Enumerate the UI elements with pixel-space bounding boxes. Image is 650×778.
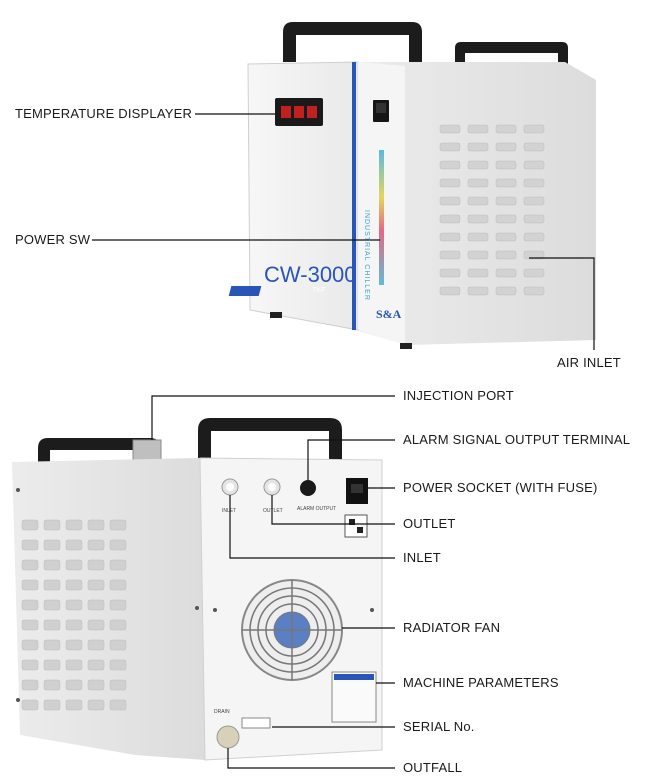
serial-barcode [241, 717, 271, 729]
callout-injection-port [151, 395, 395, 440]
label-radiator-fan: RADIATOR FAN [403, 620, 501, 635]
side-louvers [439, 124, 545, 296]
drain-plug [216, 725, 240, 749]
blue-strip [352, 62, 356, 330]
label-outfall: OUTFALL [403, 760, 463, 775]
brand-logo: S&A [376, 307, 402, 321]
inlet-text: INLET [222, 508, 236, 514]
label-inlet: INLET [403, 550, 441, 565]
radiator-fan [241, 579, 343, 681]
foot [270, 312, 282, 318]
label-temperature-displayer: TEMPERATURE DISPLAYER [15, 106, 193, 121]
model-badge [228, 286, 262, 296]
parameter-plate [331, 671, 377, 723]
foot [400, 343, 412, 349]
injection-port [132, 439, 162, 463]
side-panel [12, 458, 205, 760]
qr-code [344, 514, 368, 538]
label-outlet: OUTLET [403, 516, 456, 531]
callout-alarm [307, 439, 395, 480]
chiller-rear-view: INLET OUTLET ALARM OUTPUT DRAIN [12, 418, 383, 761]
label-power-sw: POWER SW [15, 232, 91, 247]
alarm-text: ALARM OUTPUT [297, 506, 336, 512]
alarm-terminal [300, 480, 316, 496]
callout-inlet [229, 495, 395, 559]
label-alarm-terminal: ALARM SIGNAL OUTPUT TERMINAL [403, 432, 631, 447]
label-power-socket: POWER SOCKET (WITH FUSE) [403, 480, 598, 495]
rear-handle [455, 42, 568, 72]
chiller-front-view: CW-3000 S&A [228, 22, 596, 349]
callout-outlet [271, 495, 395, 525]
callout-outfall [227, 748, 395, 769]
label-machine-parameters: MACHINE PARAMETERS [403, 675, 559, 690]
industrial-chiller-text [379, 150, 384, 285]
front-handle [283, 22, 422, 62]
rear-handle [198, 418, 342, 460]
side-text: INDUSTRIAL CHILLER [363, 210, 370, 301]
model-sub-text: TKF [312, 287, 326, 294]
callout-lines [92, 113, 595, 769]
model-text: CW-3000 [264, 262, 357, 287]
callout-air-inlet [529, 257, 595, 350]
outlet-text: OUTLET [263, 508, 283, 514]
side-handle [38, 438, 160, 462]
label-air-inlet: AIR INLET [557, 355, 621, 370]
side-louvers [21, 519, 127, 711]
label-serial-no: SERIAL No. [403, 719, 475, 734]
label-injection-port: INJECTION PORT [403, 388, 514, 403]
drain-text: DRAIN [214, 709, 230, 715]
